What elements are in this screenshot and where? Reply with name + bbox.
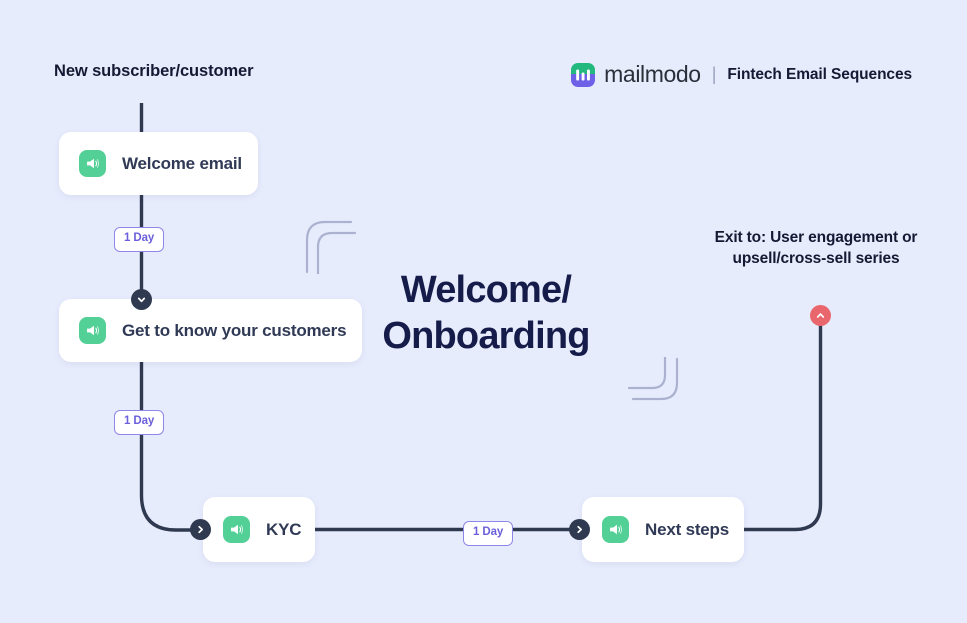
trigger-label: New subscriber/customer [54,62,254,80]
flow-title-line-1: Welcome/ [400,269,572,311]
flow-title-line-2: Onboarding [382,314,590,357]
decorative-arc-bottom-right [627,357,679,401]
brand-subtitle: Fintech Email Sequences [727,65,912,83]
brand-name: mailmodo [604,61,701,87]
brand-header: mailmodo | Fintech Email Sequences [571,61,912,88]
megaphone-icon [79,317,106,344]
flow-title: Welcome/ Onboarding [338,268,634,359]
node-label: Get to know your customers [122,320,347,340]
megaphone-icon [79,150,106,177]
node-get-to-know-your-customers[interactable]: Get to know your customers [59,299,362,362]
node-label: KYC [266,519,302,539]
node-next-steps[interactable]: Next steps [582,497,744,562]
node-kyc[interactable]: KYC [203,497,315,562]
brand-separator: | [711,64,717,84]
wire-getknow-to-kyc [139,360,202,532]
node-label: Welcome email [122,153,242,173]
delay-badge-1[interactable]: 1 Day [114,227,165,252]
exit-label-line-2: upsell/cross-sell series [732,250,900,268]
exit-label: Exit to: User engagement or upsell/cross… [700,227,932,270]
decorative-arc-top-left [305,220,357,274]
chevron-down-icon[interactable] [131,289,152,310]
mailmodo-logo-icon [571,62,596,87]
chevron-right-icon[interactable] [569,519,590,540]
megaphone-icon [223,516,250,543]
chevron-right-icon[interactable] [190,519,211,540]
megaphone-icon [602,516,629,543]
delay-badge-3[interactable]: 1 Day [463,521,514,546]
chevron-up-icon[interactable] [810,305,831,326]
delay-badge-2[interactable]: 1 Day [114,410,165,435]
node-label: Next steps [645,519,729,539]
wire-next-to-exit [742,314,823,532]
exit-label-line-1: Exit to: User engagement or [714,229,918,246]
node-welcome-email[interactable]: Welcome email [59,132,258,195]
